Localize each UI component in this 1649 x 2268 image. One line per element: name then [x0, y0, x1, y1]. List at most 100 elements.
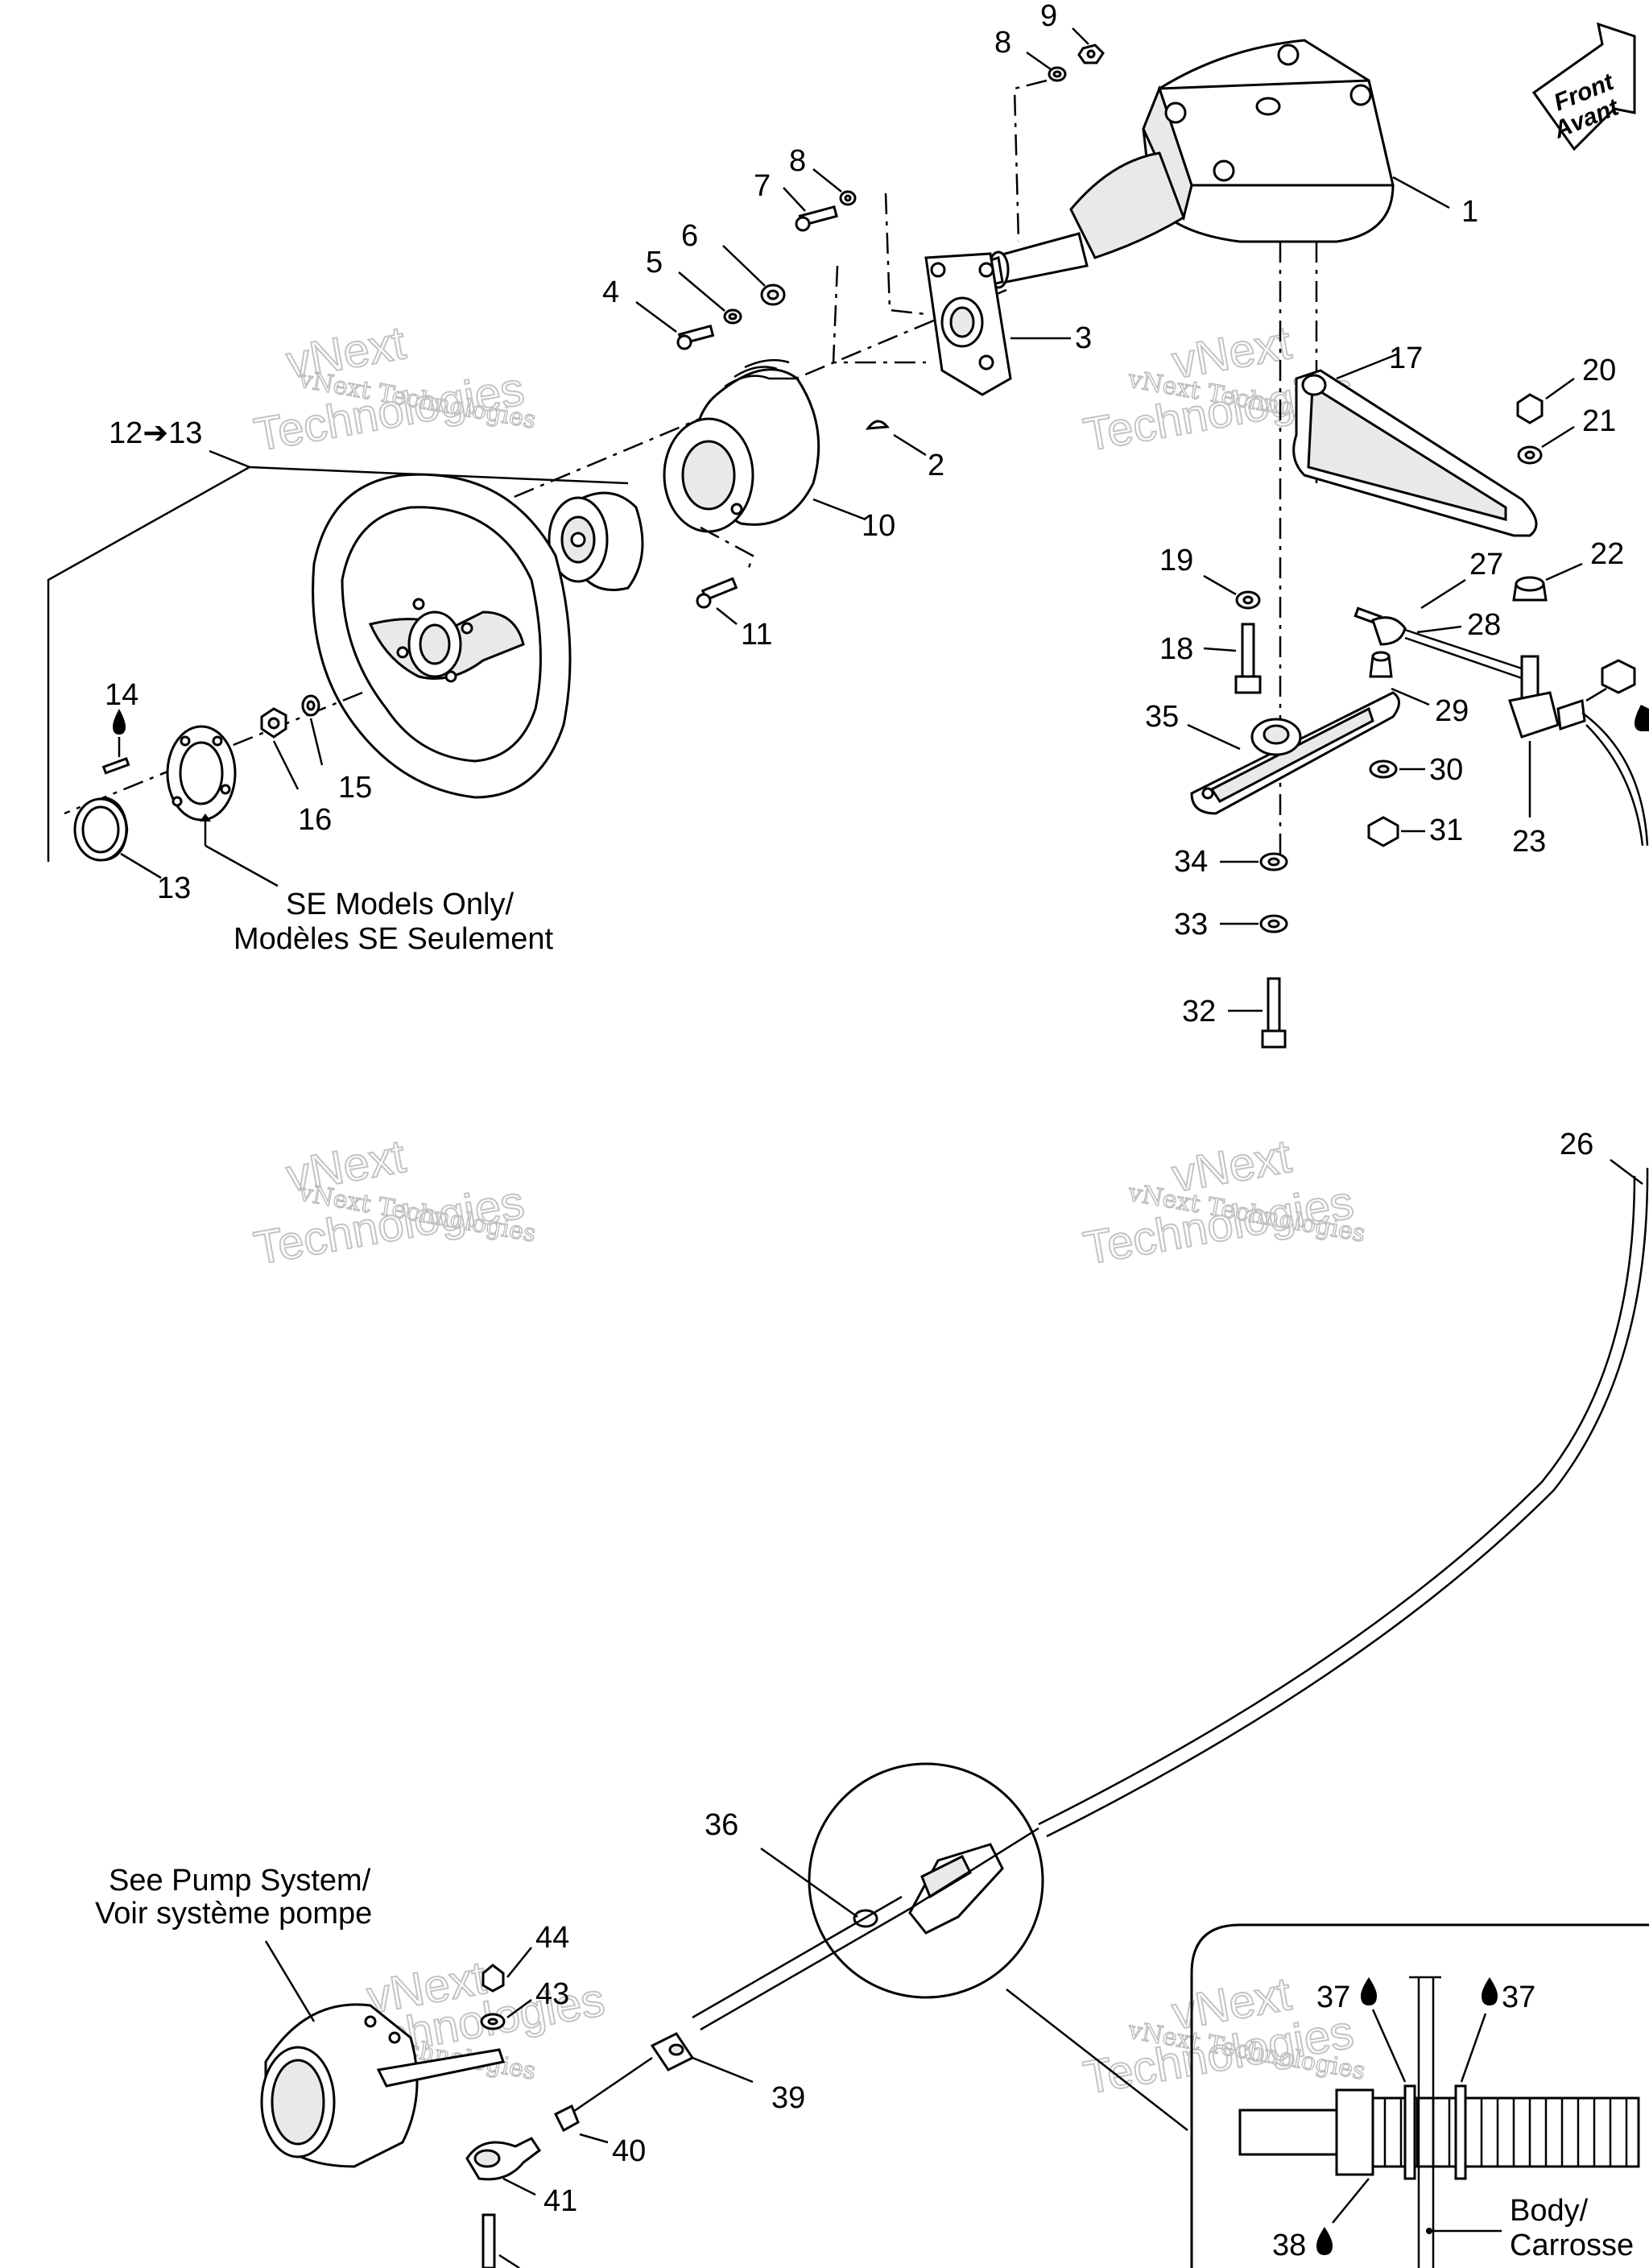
callout-23: 23	[1512, 825, 1546, 859]
bolt-part-18	[1234, 623, 1262, 694]
callout-5: 5	[646, 246, 663, 279]
cable-long-b	[1038, 1175, 1636, 1826]
washer-part-21	[1517, 445, 1543, 465]
callout-16: 16	[298, 803, 332, 837]
oil-drop-icon-38	[1316, 2227, 1333, 2255]
callout-38: 38	[1272, 2229, 1306, 2262]
hub-part-10	[663, 358, 820, 533]
washer-part-5	[723, 308, 742, 325]
callout-37-right: 37	[1502, 1980, 1535, 2014]
leader-pump	[264, 1940, 316, 2022]
callout-1: 1	[1461, 195, 1478, 229]
callout-33: 33	[1174, 908, 1208, 942]
screw-part-14	[101, 757, 130, 775]
cable-long-a	[1046, 1167, 1649, 1838]
leader-7	[783, 187, 806, 212]
callout-8-top: 8	[994, 26, 1011, 60]
watermark-mid-left: vNext vNext Technologies Technologies	[250, 1129, 539, 1276]
callout-18: 18	[1159, 632, 1193, 666]
leader-6	[722, 245, 766, 287]
leader-37-right	[1460, 2013, 1487, 2083]
oil-drop-icon-37-left	[1361, 1977, 1377, 2005]
linkage-arm-part-17	[1292, 369, 1538, 537]
leader-11	[716, 607, 738, 625]
leader-28	[1416, 625, 1462, 634]
leader-42	[498, 2254, 520, 2268]
cable-detail-circle	[808, 1762, 1044, 1999]
guide-8-9	[1013, 79, 1048, 242]
lower-arm-part-35	[1190, 691, 1400, 815]
leader-8-upper	[812, 168, 842, 192]
callout-31: 31	[1429, 813, 1463, 847]
arrow-to-swivel	[1585, 687, 1607, 702]
callout-11: 11	[741, 618, 772, 652]
leader-17	[1336, 353, 1398, 380]
leader-38	[1332, 2178, 1370, 2224]
leader-39	[692, 2056, 754, 2084]
callout-27: 27	[1469, 548, 1503, 581]
callout-37-left: 37	[1316, 1980, 1350, 2014]
washer-part-19	[1235, 590, 1261, 610]
washer-part-8-upper	[839, 190, 857, 206]
jet-pump-nozzle	[260, 2003, 505, 2168]
bolt-under-41	[481, 2213, 496, 2268]
nut-part-16	[260, 707, 287, 739]
cable-upper-a	[1581, 711, 1649, 846]
oil-drop-icon-37-right	[1482, 1977, 1498, 2005]
se-note-line1: SE Models Only/	[286, 888, 514, 921]
callout-14: 14	[105, 678, 138, 712]
nut-right-edge	[1601, 659, 1636, 694]
washer-part-43	[480, 2013, 506, 2030]
callout-34: 34	[1174, 845, 1208, 879]
leader-41	[502, 2177, 536, 2196]
nut-part-44	[481, 1964, 505, 1993]
guide-7-8	[884, 192, 927, 316]
lockwasher-part-33	[1259, 914, 1288, 933]
ball-joint-part-27-28	[1354, 606, 1523, 680]
callout-28: 28	[1467, 608, 1501, 642]
body-note-line1: Body/	[1510, 2194, 1589, 2228]
callout-26: 26	[1560, 1128, 1593, 1161]
steering-axis	[450, 288, 1007, 525]
leader-9	[1072, 27, 1089, 45]
leader-40	[579, 2133, 609, 2144]
leader-43	[506, 1998, 532, 2019]
swivel-part-23	[1508, 655, 1586, 739]
cable-end-rod	[563, 2056, 653, 2120]
leader-36	[760, 1847, 858, 1918]
leader-12-adapter	[249, 466, 629, 485]
leader-26	[1610, 1159, 1643, 1185]
leader-8-top	[1026, 51, 1052, 71]
callout-40: 40	[612, 2134, 646, 2168]
bushing-part-22	[1512, 576, 1548, 602]
nut-part-20	[1516, 393, 1544, 424]
arrowhead-se	[200, 813, 211, 822]
callout-29: 29	[1435, 694, 1469, 728]
callout-22: 22	[1590, 537, 1624, 571]
callout-15: 15	[338, 771, 372, 805]
screw-part-11	[696, 577, 738, 609]
callout-36: 36	[705, 1808, 738, 1842]
leader-22	[1545, 562, 1583, 581]
washer-part-30	[1369, 759, 1398, 779]
guide-11	[700, 526, 754, 569]
callout-44: 44	[535, 1921, 569, 1955]
bulkhead-fitting-detail	[1238, 2084, 1640, 2180]
watermark-mid-right: vNext vNext Technologies Technologies	[1079, 1129, 1368, 1276]
leader-18	[1203, 647, 1237, 652]
leader-19	[1203, 574, 1237, 596]
oil-drop-icon-14	[113, 709, 126, 735]
callout-13: 13	[157, 871, 191, 905]
steering-wheel	[312, 473, 572, 799]
callout-39: 39	[771, 2081, 805, 2115]
guide-4-5-6	[832, 265, 926, 364]
center-cap-part-13	[73, 796, 129, 862]
leader-21	[1541, 425, 1575, 449]
ball-joint-part-41	[465, 2137, 542, 2181]
bolt-part-32	[1261, 977, 1287, 1049]
cable-lower-c	[692, 1895, 903, 2019]
steering-housing-part-1	[932, 39, 1395, 300]
key-part-2	[865, 420, 890, 430]
bracket-part-3	[924, 252, 1012, 396]
callout-3: 3	[1075, 321, 1092, 355]
